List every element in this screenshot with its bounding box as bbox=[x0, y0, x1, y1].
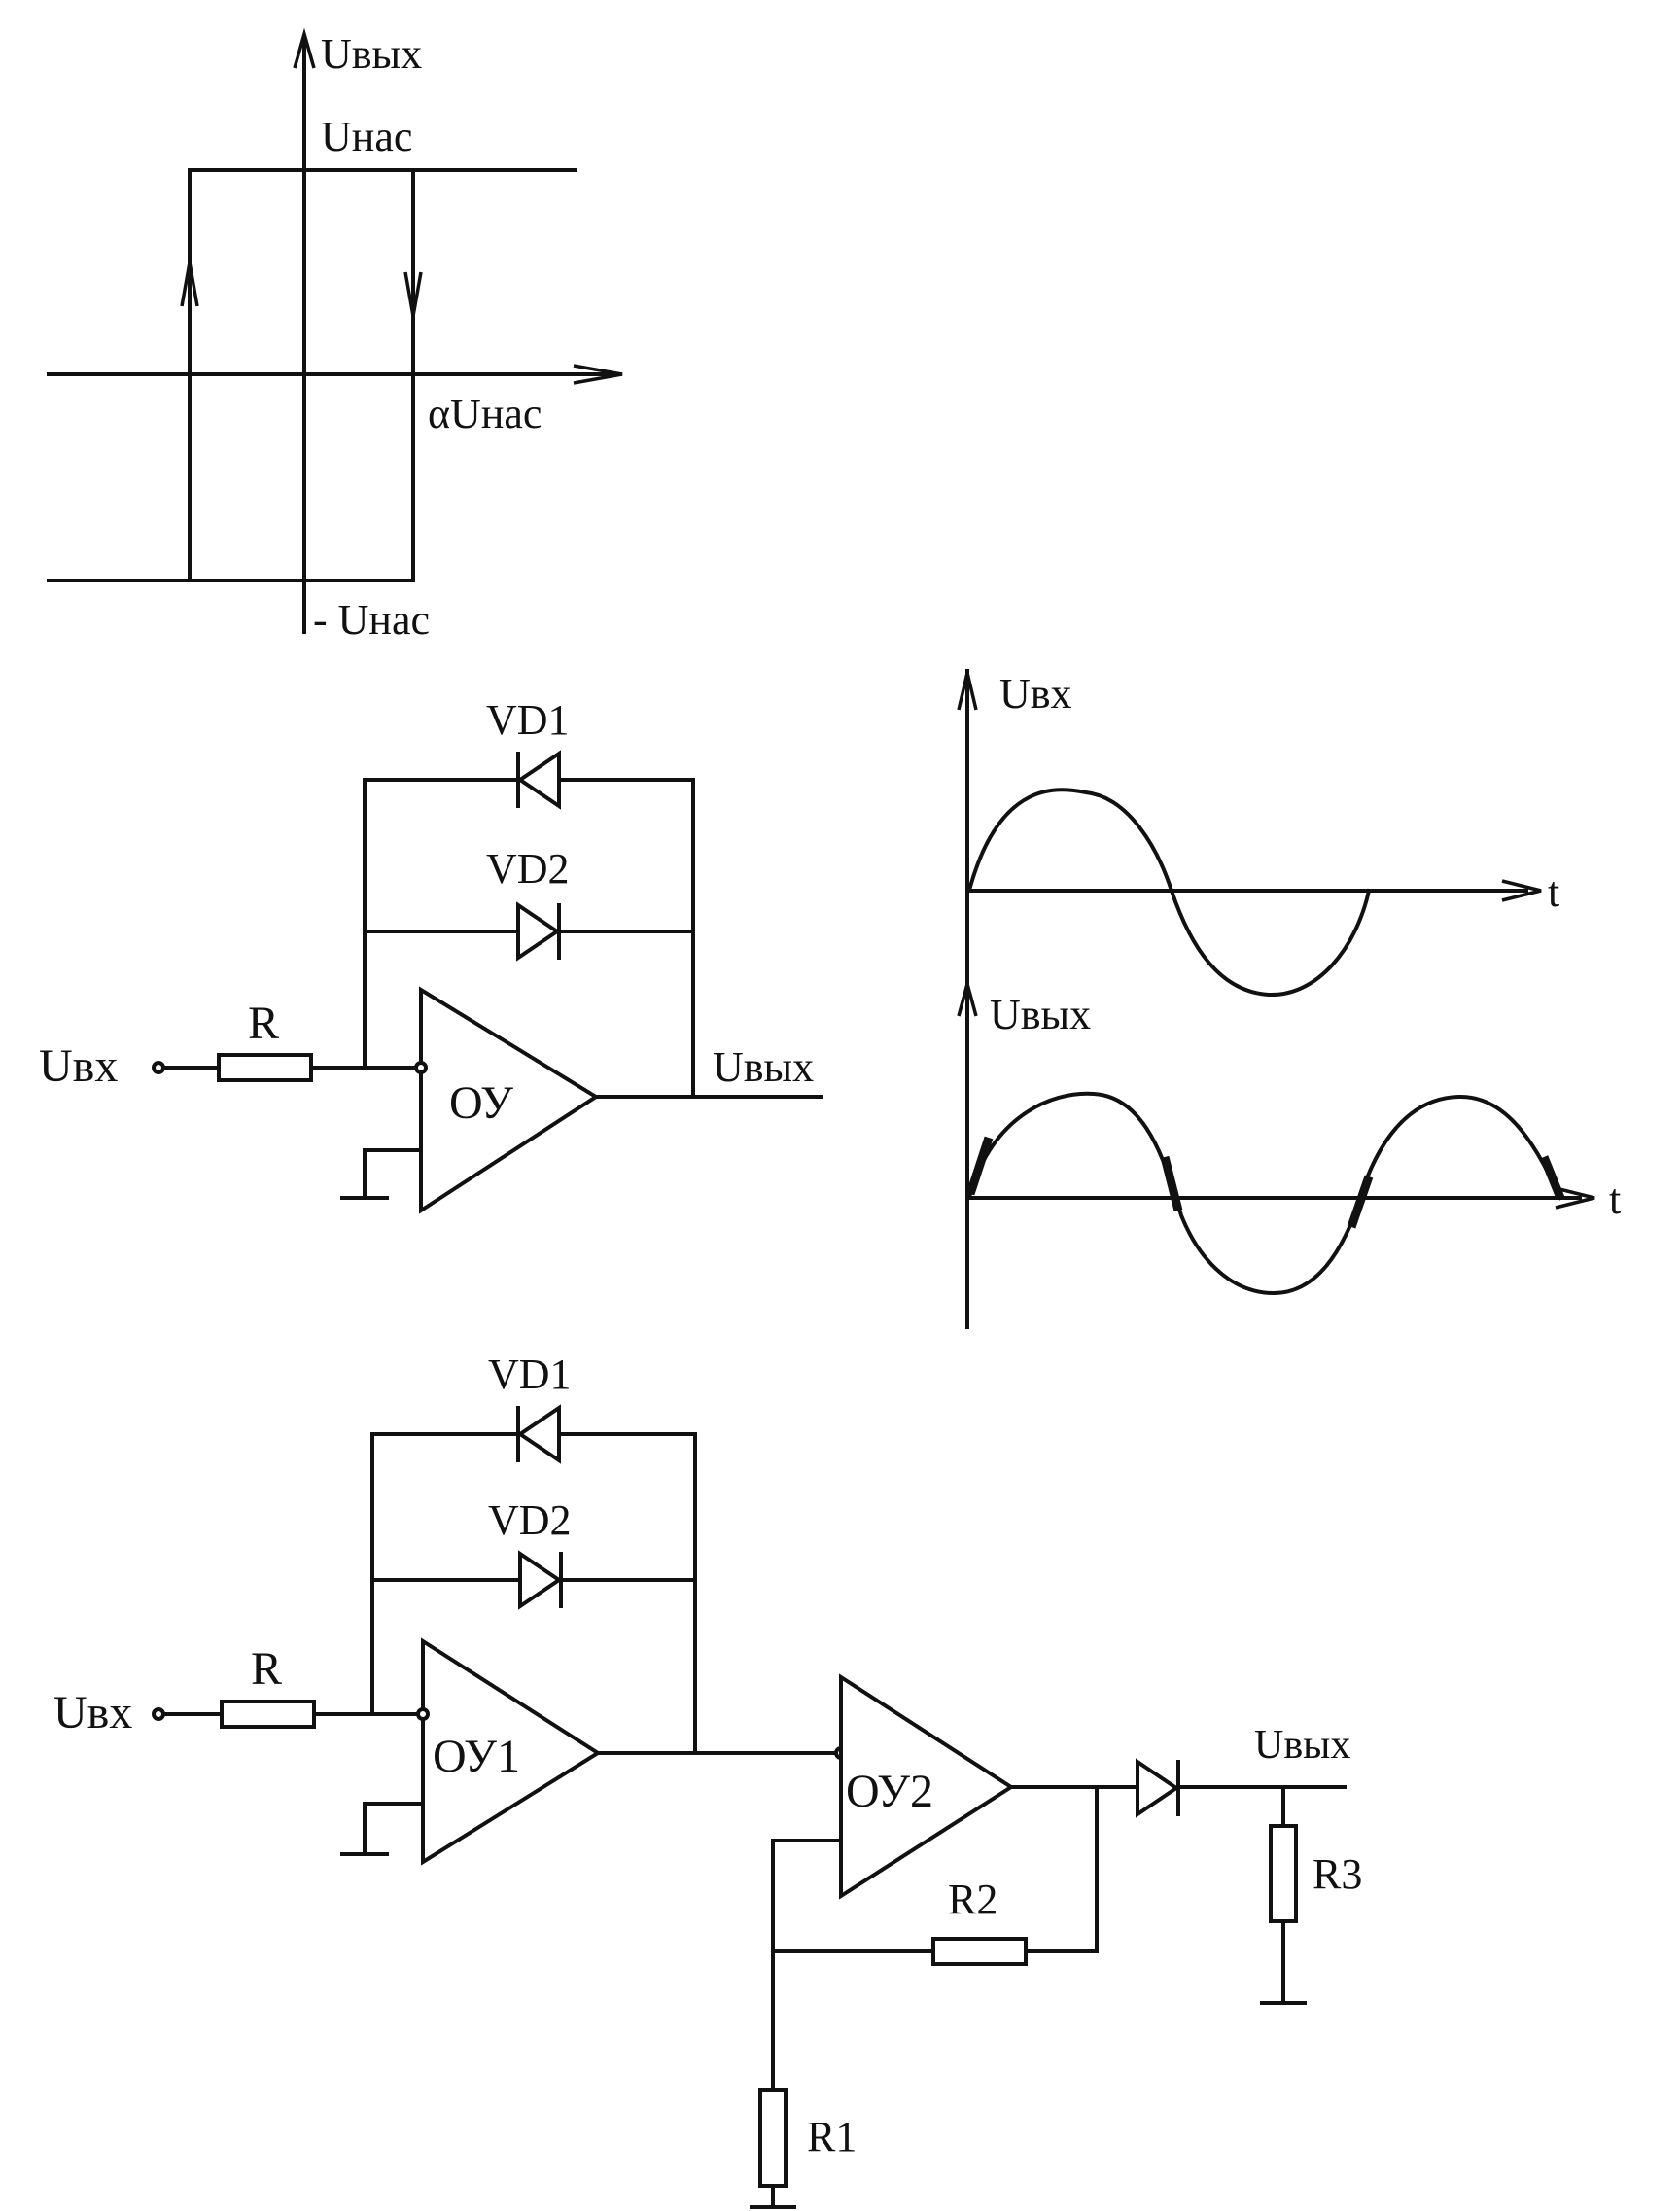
time-label-top: t bbox=[1548, 868, 1559, 916]
resistor-r bbox=[217, 1053, 313, 1082]
hysteresis-upper-branch bbox=[188, 168, 578, 582]
ground-wire bbox=[363, 1148, 423, 1200]
opamp-ou1 bbox=[421, 1637, 602, 1866]
r1-label: R1 bbox=[807, 2113, 857, 2160]
input-label: Uвх bbox=[39, 1040, 118, 1092]
circuit-1: Uвх R VD1 VD2 ОУ Uвых bbox=[39, 696, 823, 1214]
vd2-label: VD2 bbox=[486, 845, 570, 893]
opamp-ou bbox=[419, 986, 600, 1214]
output-axis-arrow-icon bbox=[957, 977, 978, 1017]
input-axis-arrow-icon bbox=[957, 672, 978, 711]
time-arrow-icon-bottom bbox=[1555, 1186, 1595, 1210]
input-label-2: Uвх bbox=[53, 1687, 132, 1738]
time-label-bottom: t bbox=[1609, 1176, 1621, 1223]
circuit-2: Uвх R VD1 VD2 ОУ1 ОУ2 R2 R1 R3 Uвых bbox=[53, 1351, 1362, 2209]
vd1-label: VD1 bbox=[486, 696, 570, 744]
r2-feedback-wire-right bbox=[1024, 1785, 1099, 1953]
y-axis-arrow-icon bbox=[293, 27, 316, 69]
diode-vd2-2 bbox=[518, 1550, 563, 1610]
resistor-label-2: R bbox=[251, 1643, 282, 1695]
upper-level-label: Uнас bbox=[321, 113, 412, 160]
resistor-r3 bbox=[1269, 1824, 1298, 1923]
input-waveform bbox=[967, 788, 1372, 998]
diode-vd2 bbox=[516, 901, 561, 962]
diode-vd1 bbox=[516, 750, 561, 810]
transition-mark-3 bbox=[1347, 1175, 1374, 1229]
resistor-r2 bbox=[931, 1937, 1028, 1966]
opamp-label: ОУ bbox=[449, 1077, 513, 1129]
threshold-label: αUнас bbox=[428, 390, 542, 438]
output-label: Uвых bbox=[713, 1043, 814, 1091]
ou2-noninverting-wire bbox=[771, 1839, 843, 2092]
up-arrow-icon bbox=[180, 262, 199, 307]
output-label-2: Uвых bbox=[1254, 1723, 1350, 1768]
vd2-label-2: VD2 bbox=[488, 1496, 572, 1544]
r2-label: R2 bbox=[948, 1876, 998, 1923]
diode-vd1-2 bbox=[516, 1404, 561, 1464]
waveform-output-label: Uвых bbox=[990, 991, 1091, 1038]
hysteresis-plot: Uвых Uнас αUнас - Uнас bbox=[47, 27, 623, 644]
resistor-label: R bbox=[248, 998, 279, 1049]
resistor-r1 bbox=[758, 2088, 788, 2188]
waveforms: Uвх Uвых t t bbox=[957, 669, 1621, 1329]
output-diode bbox=[1136, 1758, 1180, 1818]
time-arrow-icon-top bbox=[1501, 879, 1542, 902]
resistor-r-2 bbox=[220, 1700, 316, 1729]
output-waveform bbox=[967, 1091, 1563, 1296]
transition-mark-1 bbox=[965, 1136, 994, 1196]
opamp-ou2 bbox=[839, 1673, 1015, 1900]
inverting-input-dot bbox=[414, 1061, 428, 1074]
ground-wire-2 bbox=[363, 1802, 425, 1856]
opamp1-label: ОУ1 bbox=[433, 1731, 520, 1782]
waveform-input-label: Uвх bbox=[999, 670, 1072, 718]
opamp2-label: ОУ2 bbox=[846, 1766, 933, 1817]
lower-level-label: - Uнас bbox=[313, 596, 430, 644]
transition-mark-4 bbox=[1539, 1155, 1565, 1200]
ou1-inverting-input-dot bbox=[416, 1707, 430, 1721]
r3-label: R3 bbox=[1312, 1850, 1362, 1898]
transition-mark-2 bbox=[1160, 1155, 1183, 1212]
vd1-label-2: VD1 bbox=[488, 1351, 572, 1398]
hysteresis-y-label: Uвых bbox=[321, 30, 422, 78]
down-arrow-icon bbox=[403, 271, 423, 317]
